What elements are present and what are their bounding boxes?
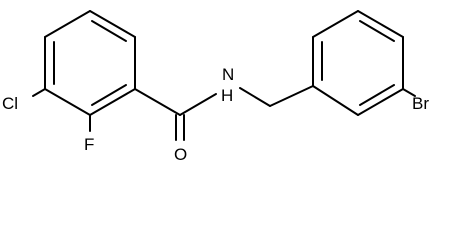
nitrogen-label: N xyxy=(222,65,234,84)
ring-double-bond xyxy=(359,84,395,106)
chlorine-label: Cl xyxy=(2,94,18,113)
chemical-structure-diagram: Cl F O N H Br xyxy=(2,10,429,164)
ring-carbonyl-bond xyxy=(134,88,181,116)
c-br-bond xyxy=(402,88,416,97)
ring-bond xyxy=(44,10,91,38)
n-ch2-bond xyxy=(239,87,271,107)
bromine-label: Br xyxy=(412,94,429,113)
ring-double-bond xyxy=(91,84,127,106)
ring-bond xyxy=(357,10,404,38)
right-benzene-ring xyxy=(312,10,404,116)
fluorine-label: F xyxy=(84,135,94,154)
ring-bond xyxy=(89,10,136,38)
left-benzene-ring xyxy=(44,10,136,116)
hydrogen-label: H xyxy=(221,86,233,105)
nh-label: N H xyxy=(221,65,239,105)
ring-bond xyxy=(312,10,359,38)
ring-double-bond xyxy=(91,20,127,42)
ch2-ring-bond xyxy=(269,85,314,107)
c-cl-bond xyxy=(32,88,46,97)
oxygen-label: O xyxy=(174,145,187,164)
carbonyl-n-bond xyxy=(179,93,217,116)
ring-bond xyxy=(89,88,136,116)
ring-double-bond xyxy=(359,20,395,42)
ring-bond xyxy=(357,88,404,116)
ring-bond xyxy=(312,85,359,116)
ring-bond xyxy=(44,88,91,116)
